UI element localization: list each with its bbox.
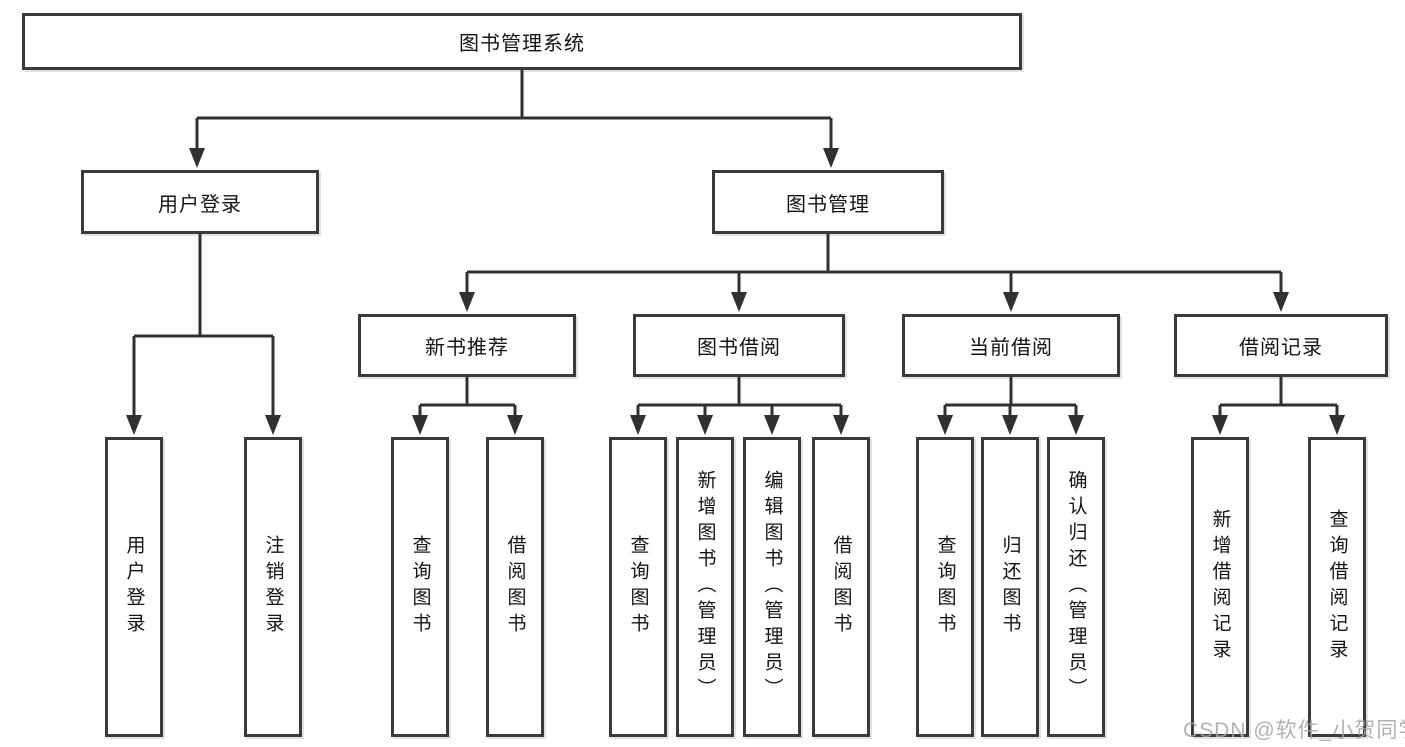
leaf-confirm-return-admin: 确认归还（管理员） <box>1047 437 1105 737</box>
leaf-query-borrow-record: 查询借阅记录 <box>1308 437 1366 737</box>
leaf-borrow-book-2: 借阅图书 <box>812 437 870 737</box>
leaf-label: 查询借阅记录 <box>1326 509 1348 665</box>
leaf-return-book: 归还图书 <box>981 437 1039 737</box>
node-new-book-recommend: 新书推荐 <box>358 314 576 377</box>
leaf-add-borrow-record: 新增借阅记录 <box>1191 437 1249 737</box>
node-borrow-records: 借阅记录 <box>1174 314 1388 377</box>
leaf-add-book-admin: 新增图书（管理员） <box>676 437 734 737</box>
leaf-edit-book-admin: 编辑图书（管理员） <box>743 437 801 737</box>
leaf-label: 注销登录 <box>262 535 284 639</box>
leaf-label: 用户登录 <box>123 535 145 639</box>
arrow-down-icons <box>126 148 1345 435</box>
node-root-system: 图书管理系统 <box>22 13 1022 70</box>
leaf-label: 借阅图书 <box>830 535 852 639</box>
node-book-borrow: 图书借阅 <box>633 314 845 377</box>
leaf-label: 查询图书 <box>409 535 431 639</box>
leaf-query-book-1: 查询图书 <box>391 437 449 737</box>
leaf-query-book-2: 查询图书 <box>609 437 667 737</box>
leaf-label: 借阅图书 <box>504 535 526 639</box>
leaf-label: 查询图书 <box>627 535 649 639</box>
leaf-label: 归还图书 <box>999 535 1021 639</box>
leaf-label: 新增借阅记录 <box>1209 509 1231 665</box>
leaf-label: 编辑图书（管理员） <box>761 470 783 704</box>
leaf-label: 查询图书 <box>934 535 956 639</box>
leaf-borrow-book-1: 借阅图书 <box>486 437 544 737</box>
node-user-login: 用户登录 <box>81 170 319 234</box>
leaf-user-login: 用户登录 <box>105 437 163 737</box>
leaf-query-book-3: 查询图书 <box>916 437 974 737</box>
leaf-label: 新增图书（管理员） <box>694 470 716 704</box>
csdn-watermark: CSDN @软件_小贺同学 <box>1183 719 1405 742</box>
node-book-management: 图书管理 <box>712 170 944 234</box>
leaf-label: 确认归还（管理员） <box>1065 470 1087 704</box>
node-current-borrow: 当前借阅 <box>902 314 1120 377</box>
leaf-logout: 注销登录 <box>244 437 302 737</box>
